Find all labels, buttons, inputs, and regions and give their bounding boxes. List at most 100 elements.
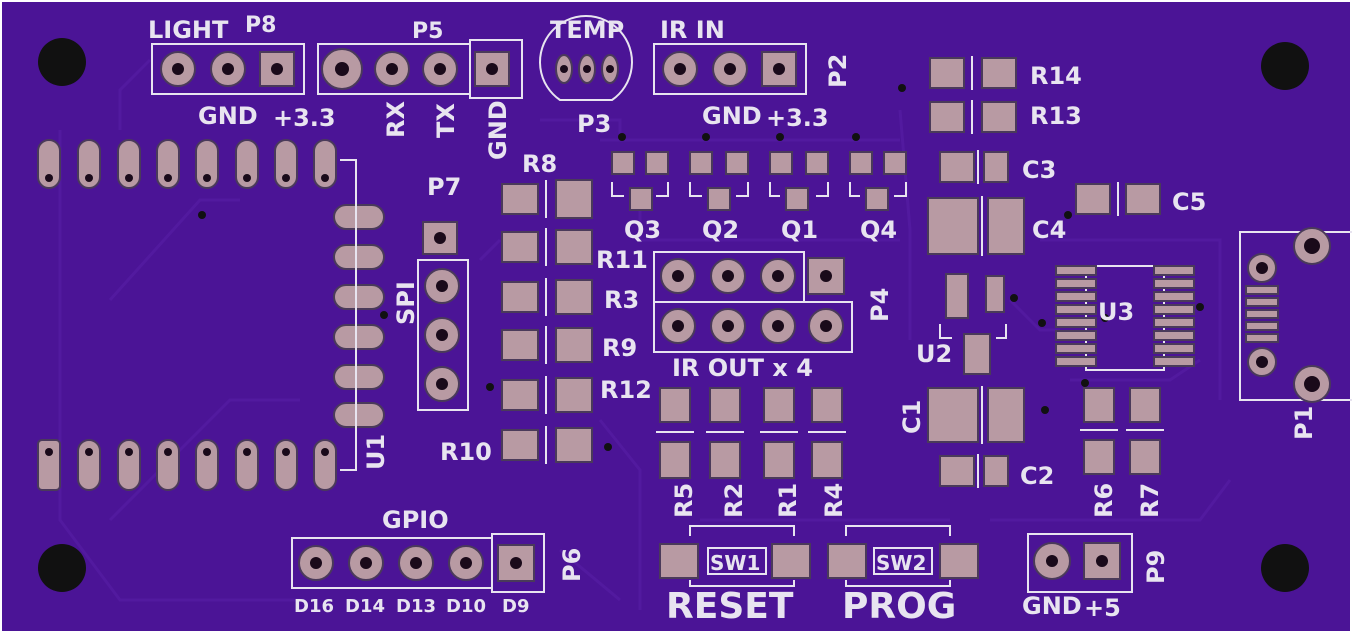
c1-capacitor [927, 386, 1025, 444]
u1-bottom-pins [37, 439, 337, 491]
p2-3v3-label: +3.3 [766, 104, 829, 132]
p5-gnd-label: GND [484, 100, 512, 160]
r6-label: R6 [1090, 483, 1118, 518]
light-label: LIGHT [148, 16, 229, 44]
d10-label: D10 [446, 596, 486, 617]
r1-resistor [760, 387, 798, 479]
mounting-holes [38, 38, 1309, 592]
r14-resistor [929, 56, 1017, 90]
transistor-q1 [769, 151, 829, 211]
r3-resistor [501, 278, 593, 316]
p3-label: P3 [577, 110, 611, 138]
tx-label: TX [432, 103, 460, 138]
q4-label: Q4 [860, 216, 897, 244]
r7-resistor [1126, 387, 1164, 475]
p9-power-header [1027, 533, 1133, 593]
vertical-resistors [656, 387, 846, 479]
p9-5v-label: +5 [1084, 594, 1121, 622]
copper-traces [58, 58, 1232, 610]
r13-resistor [929, 100, 1017, 134]
r5-resistor [656, 387, 694, 479]
resistor-stack [501, 179, 593, 464]
r4-label: R4 [820, 483, 848, 518]
p8-3v3-label: +3.3 [273, 104, 336, 132]
r4-resistor [808, 387, 846, 479]
reset-label: RESET [666, 586, 794, 627]
p2-label: P2 [824, 54, 852, 88]
sw2-prog-switch [827, 525, 979, 587]
transistor-q4 [849, 151, 907, 211]
c2-capacitor [939, 454, 1009, 488]
p6-label: P6 [558, 548, 586, 582]
p6-gpio-header [291, 533, 545, 593]
c4-capacitor [927, 196, 1025, 256]
p8-gnd-label: GND [198, 102, 258, 130]
u1-side-pins [333, 204, 385, 428]
r8-label: R8 [522, 150, 557, 178]
r11-label: R11 [596, 246, 648, 274]
d14-label: D14 [345, 596, 385, 617]
prog-label: PROG [842, 586, 956, 627]
u1-top-pins [37, 139, 337, 189]
p4-label: P4 [866, 288, 894, 322]
temp-label: TEMP [550, 16, 624, 44]
p9-label: P9 [1142, 550, 1170, 584]
q1-label: Q1 [781, 216, 818, 244]
r8-resistor [501, 179, 593, 219]
p7-label: P7 [427, 173, 461, 201]
p2-header [653, 43, 807, 95]
p2-gnd-label: GND [702, 102, 762, 130]
d16-label: D16 [294, 596, 334, 617]
c2-label: C2 [1020, 462, 1054, 490]
rx-label: RX [382, 101, 410, 138]
c3-capacitor [939, 150, 1009, 184]
p1-usb-connector [1239, 227, 1352, 403]
r7-label: R7 [1136, 483, 1164, 518]
d13-label: D13 [396, 596, 436, 617]
u3-right-pins [1153, 265, 1195, 367]
ir-in-label: IR IN [660, 16, 725, 44]
u3-left-pins [1055, 265, 1097, 367]
u1-label: U1 [362, 434, 390, 470]
u2-regulator [939, 273, 1007, 375]
r12-label: R12 [600, 376, 652, 404]
r6-resistor [1080, 387, 1118, 475]
p3-temp-sensor [539, 15, 633, 101]
p4-ir-out-header [653, 251, 853, 353]
r2-label: R2 [720, 483, 748, 518]
u2-label: U2 [916, 340, 952, 368]
d9-label: D9 [502, 596, 529, 617]
c1-label: C1 [898, 400, 926, 434]
vias [198, 84, 1204, 451]
r11-resistor [501, 228, 593, 266]
q3-label: Q3 [624, 216, 661, 244]
r12-resistor [501, 376, 593, 414]
c5-label: C5 [1172, 188, 1206, 216]
p8-label: P8 [245, 13, 276, 38]
ir-out-label: IR OUT x 4 [672, 354, 813, 382]
p5-header [317, 39, 523, 99]
r9-resistor [501, 326, 593, 364]
u1-module [37, 139, 385, 491]
p5-label: P5 [412, 19, 443, 44]
transistor-q2 [689, 151, 749, 211]
r10-label: R10 [440, 438, 492, 466]
r5-label: R5 [670, 483, 698, 518]
r10-resistor [501, 426, 593, 464]
p9-gnd-label: GND [1022, 592, 1082, 620]
r13-label: R13 [1030, 102, 1082, 130]
p8-header [151, 43, 305, 95]
u3-ic [1055, 265, 1195, 371]
p1-label: P1 [1290, 406, 1318, 440]
sw1-reset-switch [659, 525, 811, 587]
c4-label: C4 [1032, 216, 1066, 244]
transistor-q3 [611, 151, 669, 211]
sw1-label: SW1 [710, 551, 760, 575]
r2-resistor [706, 387, 744, 479]
sw2-label: SW2 [876, 551, 926, 575]
gpio-label: GPIO [382, 506, 449, 534]
r14-label: R14 [1030, 62, 1082, 90]
c3-label: C3 [1022, 156, 1056, 184]
